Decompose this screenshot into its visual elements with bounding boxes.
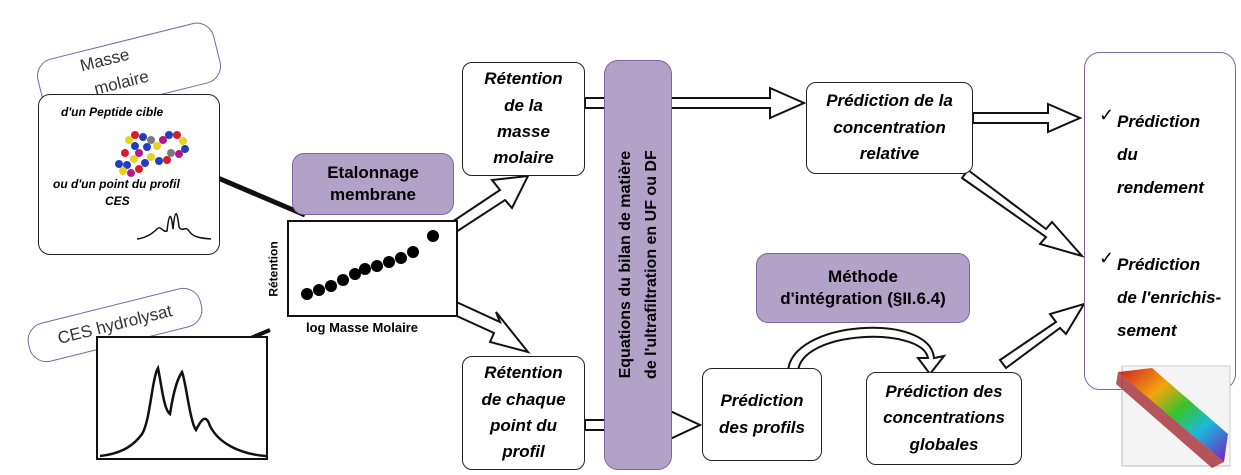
rendement-l2: du [1117,145,1138,165]
enrichissement-l1: Prédiction [1117,255,1201,274]
calibration-chart [287,220,458,317]
prediction-relative-l1: Prédiction de la [826,91,953,111]
equations-line1: Equations du bilan de matière [616,151,634,379]
prediction-globales-l1: Prédiction des [885,381,1003,401]
calibration-points [301,230,439,300]
retention-point-l4: profil [502,442,545,462]
etalonnage-line1: Etalonnage [327,162,419,182]
prediction-globales-box: Prédiction des concentrations globales [866,372,1022,465]
retention-point-l1: Rétention [484,363,563,383]
enrichissement-l2: de l'enrichis- [1117,288,1222,308]
calibration-xlabel: log Masse Molaire [306,320,418,335]
ces-profile-curve [99,364,267,458]
peptide-chain-image [115,131,189,177]
peptide-box: d'un Peptide cible ou d'un point du prof… [38,94,220,255]
surface-3d-image [1116,365,1231,468]
prediction-globales-l3: globales [909,434,979,454]
equations-line2: de l'ultrafiltration en UF ou DF [642,150,659,380]
prediction-profils-l1: Prédiction [720,391,804,411]
arrow-globales-to-enrichissement [998,302,1087,370]
prediction-relative-l3: relative [859,144,920,164]
retention-masse-l4: molaire [493,148,554,168]
arrow-relative-to-rendement [972,102,1083,134]
retention-masse-l3: masse [497,122,550,141]
etalonnage-line2: membrane [330,185,416,204]
connector-peptide-to-calibration [217,175,306,218]
calibration-ylabel: Rétention [266,241,281,297]
etalonnage-membrane-label: Etalonnage membrane [292,153,454,215]
retention-masse-l1: Rétention [484,69,563,89]
prediction-profils-box: Prédiction des profils [702,368,822,461]
arrow-relative-to-enrichissement [960,168,1086,258]
methode-integration-label: Méthode d'intégration (§II.6.4) [756,253,970,323]
retention-masse-l2: de la [504,95,543,115]
prediction-profils-l2: des profils [719,417,805,437]
check-icon: ✓ [1099,105,1115,125]
retention-point-l2: de chaque [481,389,566,409]
prediction-relative-l2: concentration [833,117,946,137]
enrichissement-label: Prédiction de l'enrichis- sement [1117,248,1221,347]
ces-chart [96,336,268,460]
arrow-to-retention-point [446,298,531,354]
prediction-globales-l2: concentrations [883,408,1005,428]
arrow-to-retention-masse [450,174,530,234]
check-icon-2: ✓ [1099,248,1115,268]
prediction-relative-box: Prédiction de la concentration relative [806,82,973,174]
rendement-label: Prédiction du rendement [1117,105,1204,204]
rendement-l3: rendement [1117,178,1204,198]
mini-profile-image [136,213,212,240]
retention-point-box: Rétention de chaque point du profil [462,356,585,470]
methode-line2: d'intégration (§II.6.4) [780,289,946,308]
equations-bar: Equations du bilan de matière de l'ultra… [604,60,672,470]
methode-line1: Méthode [828,266,898,286]
results-box: ✓ Prédiction du rendement ✓ Prédiction d… [1084,52,1236,390]
enrichissement-l3: sement [1117,321,1177,341]
peptide-bottom-label: CES [105,194,130,208]
retention-point-l3: point du [489,416,558,435]
rendement-l1: Prédiction [1117,112,1201,131]
peptide-middle-label: ou d'un point du profil [53,177,180,191]
peptide-top-label: d'un Peptide cible [61,105,164,119]
retention-masse-box: Rétention de la masse molaire [462,62,585,176]
